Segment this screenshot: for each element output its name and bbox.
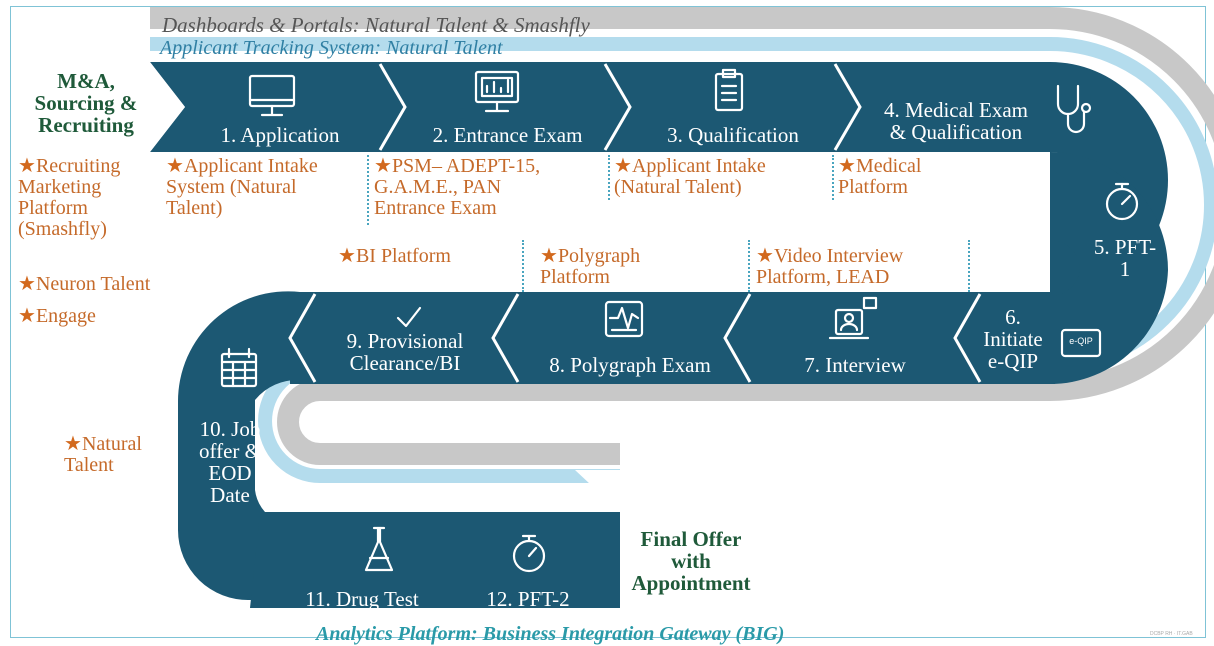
star-icon: ★: [540, 245, 558, 267]
platform-bi: ★BI Platform: [338, 245, 451, 267]
bar-chart-monitor-icon: [474, 70, 520, 113]
start-label: M&A, Sourcing & Recruiting: [34, 69, 138, 138]
eqip-badge-label: e-QIP: [1069, 336, 1093, 346]
monitor-icon: [248, 74, 296, 117]
step-6-label: 6. Initiate e-QIP: [983, 305, 1043, 374]
video-interview-icon: [828, 296, 878, 340]
step-7-label: 7. Interview: [804, 353, 906, 377]
platform-divider: [522, 240, 524, 292]
star-icon: ★: [756, 245, 774, 267]
step-11-label: 11. Drug Test: [305, 587, 419, 611]
band-row-1: [150, 62, 1168, 180]
star-icon: ★: [18, 273, 36, 295]
star-icon: ★: [374, 155, 392, 177]
star-icon: ★: [18, 305, 36, 327]
stopwatch-icon-pft1: [1105, 182, 1139, 221]
platform-video: ★Video Interview Platform, LEAD: [756, 245, 904, 288]
platform-divider: [968, 240, 970, 292]
platform-medical: ★Medical Platform: [838, 155, 922, 198]
stopwatch-icon-pft2: [512, 534, 546, 573]
start-arrow-notch: [130, 62, 185, 152]
flask-icon: [364, 526, 394, 572]
band-right-curve-lower: [1050, 152, 1168, 384]
watermark: DCBP RH · IT.GAB: [1150, 631, 1193, 637]
chevrons-row-1: [378, 63, 862, 151]
platform-psm: ★PSM– ADEPT-15, G.A.M.E., PAN Entrance E…: [374, 155, 541, 219]
outer-gray-track: [150, 6, 1214, 465]
star-icon: ★: [838, 155, 856, 177]
stethoscope-icon: [1056, 84, 1092, 134]
platform-neuron: ★Neuron Talent: [18, 273, 151, 295]
step-1-label: 1. Application: [220, 123, 340, 147]
clipboard-icon: [714, 68, 744, 112]
star-icon: ★: [614, 155, 632, 177]
step-9-label: 9. Provisional Clearance/BI: [346, 329, 464, 376]
band-row-2: [290, 292, 1055, 384]
platform-intake-2: ★Applicant Intake (Natural Talent): [614, 155, 766, 198]
eqip-badge-icon: [1060, 328, 1102, 358]
star-icon: ★: [18, 155, 36, 177]
end-label: Final Offer with Appointment: [631, 527, 751, 596]
platform-divider: [367, 155, 369, 225]
star-icon: ★: [338, 245, 356, 267]
platform-engage: ★Engage: [18, 305, 96, 327]
ats-header: Applicant Tracking System: Natural Talen…: [160, 37, 503, 59]
platform-divider: [832, 155, 834, 200]
end-arrow-notch: [575, 470, 640, 608]
dashboards-header: Dashboards & Portals: Natural Talent & S…: [162, 13, 590, 37]
platform-divider: [608, 155, 610, 200]
step-2-label: 2. Entrance Exam: [432, 123, 583, 147]
step-4-label: 4. Medical Exam & Qualification: [883, 98, 1029, 145]
star-icon: ★: [64, 433, 82, 455]
heart-monitor-icon: [604, 300, 644, 338]
chevrons-row-2: [288, 293, 982, 383]
platform-polygraph: ★Polygraph Platform: [540, 245, 641, 288]
platform-divider: [748, 240, 750, 292]
step-8-label: 8. Polygraph Exam: [549, 353, 711, 377]
platform-natural-talent: ★Natural Talent: [64, 433, 142, 476]
checkmark-icon: [396, 306, 422, 328]
step-12-label: 12. PFT-2: [486, 587, 570, 611]
step-3-label: 3. Qualification: [667, 123, 799, 147]
calendar-icon: [220, 347, 258, 388]
platform-recruiting: ★Recruiting Marketing Platform (Smashfly…: [18, 155, 121, 240]
step-5-label: 5. PFT- 1: [1093, 235, 1157, 282]
step-10-label: 10. Job offer & EOD Date: [198, 417, 261, 508]
star-icon: ★: [166, 155, 184, 177]
platform-intake-1: ★Applicant Intake System (Natural Talent…: [166, 155, 318, 219]
analytics-footer: Analytics Platform: Business Integration…: [316, 623, 785, 645]
